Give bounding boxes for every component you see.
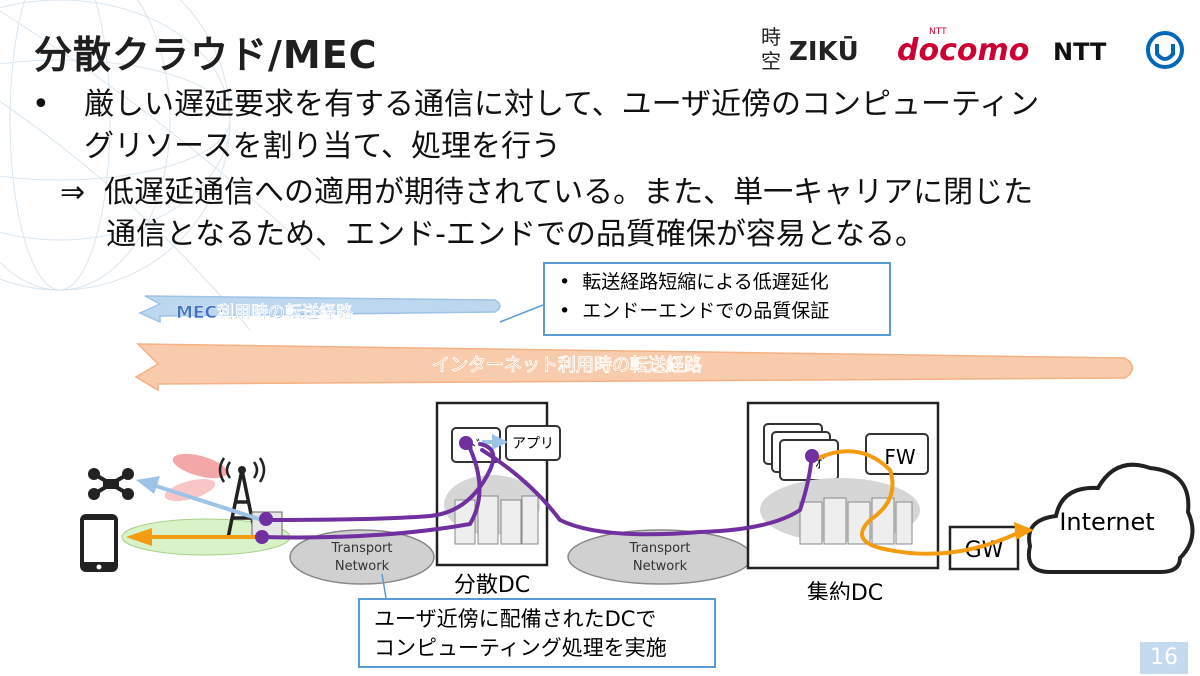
distributed-dc-label: 分散DC bbox=[454, 573, 530, 598]
radio-signal-icon bbox=[164, 453, 228, 501]
ntt-mark-icon bbox=[1146, 31, 1184, 69]
ziku-wordmark: ZIKŪ bbox=[789, 35, 859, 67]
transport-network-label: Network bbox=[335, 559, 390, 574]
implication-line-2: 通信となるため、エンド-エンドでの品質確保が容易となる。 bbox=[106, 217, 926, 252]
ziku-kanji-bottom: 空 bbox=[761, 49, 781, 73]
callout-item-text: エンドーエンドでの品質保証 bbox=[582, 300, 830, 322]
purple-data-path bbox=[260, 442, 814, 540]
server-rack-icon bbox=[454, 495, 539, 545]
docomo-logo: NTT docomo bbox=[897, 27, 1029, 68]
smartphone-icon bbox=[80, 514, 118, 572]
internet-label: Internet bbox=[1059, 508, 1154, 536]
internet-cloud-icon: Internet bbox=[1027, 462, 1195, 574]
distributed-dc: ﾄﾞ アプリ 分散DC bbox=[435, 401, 561, 598]
transport-network-1: Transport Network bbox=[289, 529, 435, 585]
transport-network-label: Network bbox=[633, 559, 688, 574]
transport-network-2: Transport Network bbox=[567, 529, 753, 585]
ziku-logo: 時 空 ZIKŪ bbox=[761, 25, 859, 73]
server-rack-icon bbox=[799, 497, 913, 545]
internet-data-path bbox=[126, 449, 1034, 556]
mec-drone-path bbox=[136, 434, 508, 522]
callout-item: • 転送経路短縮による低遅延化 bbox=[559, 271, 829, 293]
page-number: 16 bbox=[1140, 642, 1188, 674]
benefits-callout: • 転送経路短縮による低遅延化 • エンドーエンドでの品質保証 bbox=[543, 262, 891, 336]
implication-line-1: 低遅延通信への適用が期待されている。また、単一キャリアに閉じた bbox=[104, 175, 1034, 210]
dc-caption-line: ユーザ近傍に配備されたDCで bbox=[374, 607, 657, 631]
callout-item: • エンドーエンドでの品質保証 bbox=[559, 300, 830, 322]
gw-box: GW bbox=[948, 525, 1020, 571]
partner-logos: 時 空 ZIKŪ NTT docomo NTT bbox=[761, 25, 1184, 73]
mec-route-label: MEC利用時の転送経路 bbox=[176, 302, 354, 323]
transport-network-label: Transport bbox=[628, 541, 690, 556]
internet-route-label: インターネット利用時の転送経路 bbox=[432, 354, 703, 376]
callout-connector bbox=[499, 304, 544, 323]
aggregated-dc: ｵﾞ FW 集約DC bbox=[746, 401, 940, 600]
purple-node-dots bbox=[255, 436, 819, 544]
callout-item-text: 転送経路短縮による低遅延化 bbox=[582, 271, 829, 293]
implication-arrow: ⇒ bbox=[60, 175, 86, 210]
dc-caption-callout: ユーザ近傍に配備されたDCで コンピューティング処理を実施 bbox=[358, 598, 716, 668]
background-globe-decoration bbox=[0, 0, 321, 331]
ntt-wordmark: NTT bbox=[1053, 38, 1107, 66]
ziku-kanji-top: 時 bbox=[761, 25, 781, 49]
transport-network-label: Transport bbox=[330, 541, 392, 556]
dc-caption-line: コンピューティング処理を実施 bbox=[374, 636, 667, 660]
drone-icon bbox=[88, 468, 134, 500]
internet-route-arrow: インターネット利用時の転送経路 bbox=[134, 343, 1134, 392]
vm-stack-label: ｵﾞ bbox=[815, 456, 829, 472]
docomo-wordmark: docomo bbox=[897, 33, 1029, 68]
ntt-logo: NTT bbox=[1053, 31, 1184, 69]
page-title: 分散クラウド/MEC bbox=[34, 33, 378, 77]
network-diagram: MEC利用時の転送経路 インターネット利用時の転送経路 bbox=[80, 295, 1195, 600]
docomo-ntt-small: NTT bbox=[929, 27, 947, 37]
aggregated-dc-label: 集約DC bbox=[807, 581, 883, 600]
bullet-marker: • bbox=[32, 87, 50, 122]
mec-route-arrow: MEC利用時の転送経路 bbox=[138, 295, 501, 323]
fw-label: FW bbox=[884, 445, 916, 469]
app-box-label: アプリ bbox=[512, 436, 554, 452]
caption-connector bbox=[381, 573, 387, 599]
bullet-line-1: 厳しい遅延要求を有する通信に対して、ユーザ近傍のコンピューティン bbox=[84, 87, 1040, 122]
bullet-line-2: グリソースを割り当て、処理を行う bbox=[84, 129, 561, 164]
